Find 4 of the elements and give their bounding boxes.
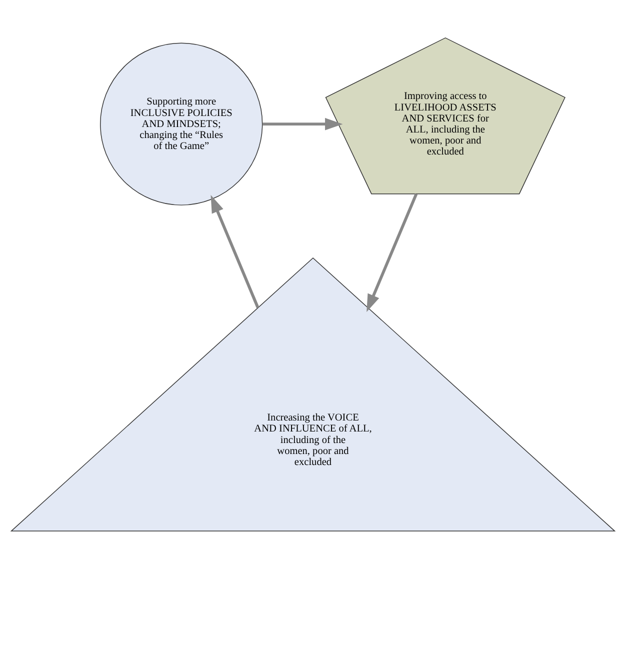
arrow xyxy=(262,118,343,130)
arrow xyxy=(366,193,418,312)
arrow xyxy=(210,195,260,308)
node-circle: Supporting more INCLUSIVE POLICIES AND MINDSETS; changing the “Rules of the Game” xyxy=(100,42,263,206)
